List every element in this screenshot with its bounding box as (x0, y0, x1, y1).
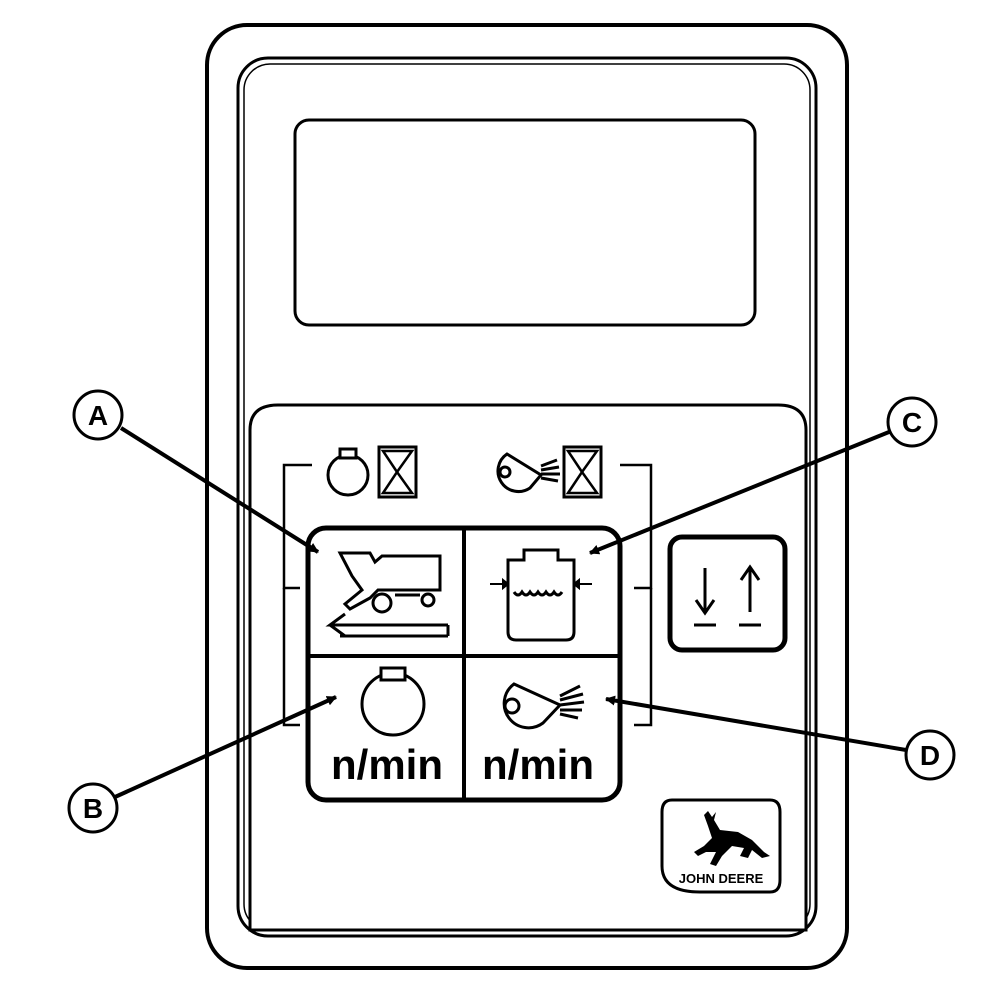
engine-speed-button[interactable]: n/min (311, 659, 462, 797)
john-deere-logo: JOHN DEERE (660, 798, 782, 894)
inward-arrows-icon (490, 577, 592, 591)
combine-icon (337, 551, 442, 614)
hourglass-icon (562, 445, 603, 499)
hourglass-icon (377, 445, 418, 499)
down-up-arrows-icon (694, 564, 761, 627)
cleaning-fan-speed-button[interactable]: n/min (466, 659, 617, 797)
lower-raise-button[interactable] (667, 534, 788, 653)
callout-d: D (605, 695, 956, 781)
group-brackets (282, 463, 653, 727)
callout-d-letter: D (920, 740, 940, 771)
brand-name: JOHN DEERE (679, 871, 764, 886)
display-screen (293, 118, 757, 327)
engine-icon (326, 447, 370, 497)
engine-icon (360, 666, 426, 737)
engine-speed-unit-label: n/min (331, 741, 443, 788)
left-arrow-icon (325, 612, 450, 638)
callout-c: C (589, 396, 938, 555)
callout-a-letter: A (88, 400, 108, 431)
callout-b: B (67, 695, 337, 834)
callout-c-letter: C (902, 407, 922, 438)
cleaning-fan-icon (502, 682, 585, 730)
grain-tank-icon (506, 548, 576, 642)
grain-tank-button[interactable] (466, 531, 617, 654)
callout-b-letter: B (83, 793, 103, 824)
cleaning-fan-icon (496, 452, 560, 493)
callout-a: A (72, 389, 320, 554)
fan-speed-unit-label: n/min (482, 741, 594, 788)
unloading-auger-button[interactable] (311, 531, 462, 654)
leaping-deer-icon (694, 811, 770, 866)
